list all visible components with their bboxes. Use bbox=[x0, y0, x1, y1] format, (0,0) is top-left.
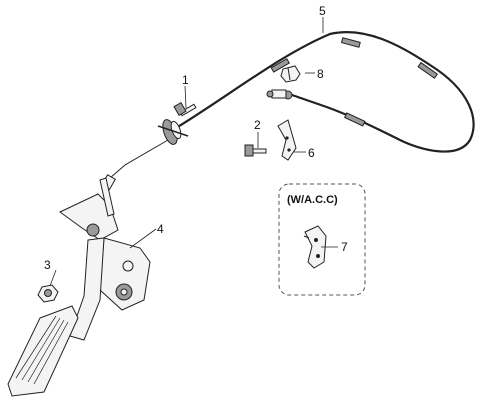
cable-grommet bbox=[157, 119, 189, 145]
callout-6: 6 bbox=[308, 146, 315, 160]
accelerator-cable bbox=[175, 31, 475, 153]
option-box-label: (W/A.C.C) bbox=[287, 194, 338, 206]
callout-8: 8 bbox=[317, 67, 324, 81]
cable-clip-8 bbox=[280, 65, 301, 83]
callout-7: 7 bbox=[341, 240, 348, 254]
nut-3 bbox=[37, 284, 59, 303]
bolt-2 bbox=[244, 144, 267, 157]
leader-lines bbox=[49, 17, 338, 287]
callout-5: 5 bbox=[319, 4, 326, 18]
bracket-6 bbox=[277, 119, 297, 161]
bolt-1 bbox=[173, 101, 197, 117]
pedal-assembly bbox=[7, 177, 151, 397]
callout-4: 4 bbox=[157, 222, 164, 236]
option-box bbox=[278, 183, 366, 296]
bracket-7 bbox=[303, 225, 327, 269]
callout-2: 2 bbox=[254, 118, 261, 132]
callout-3: 3 bbox=[44, 258, 51, 272]
inner-cable bbox=[109, 139, 169, 179]
callout-1: 1 bbox=[182, 73, 189, 87]
